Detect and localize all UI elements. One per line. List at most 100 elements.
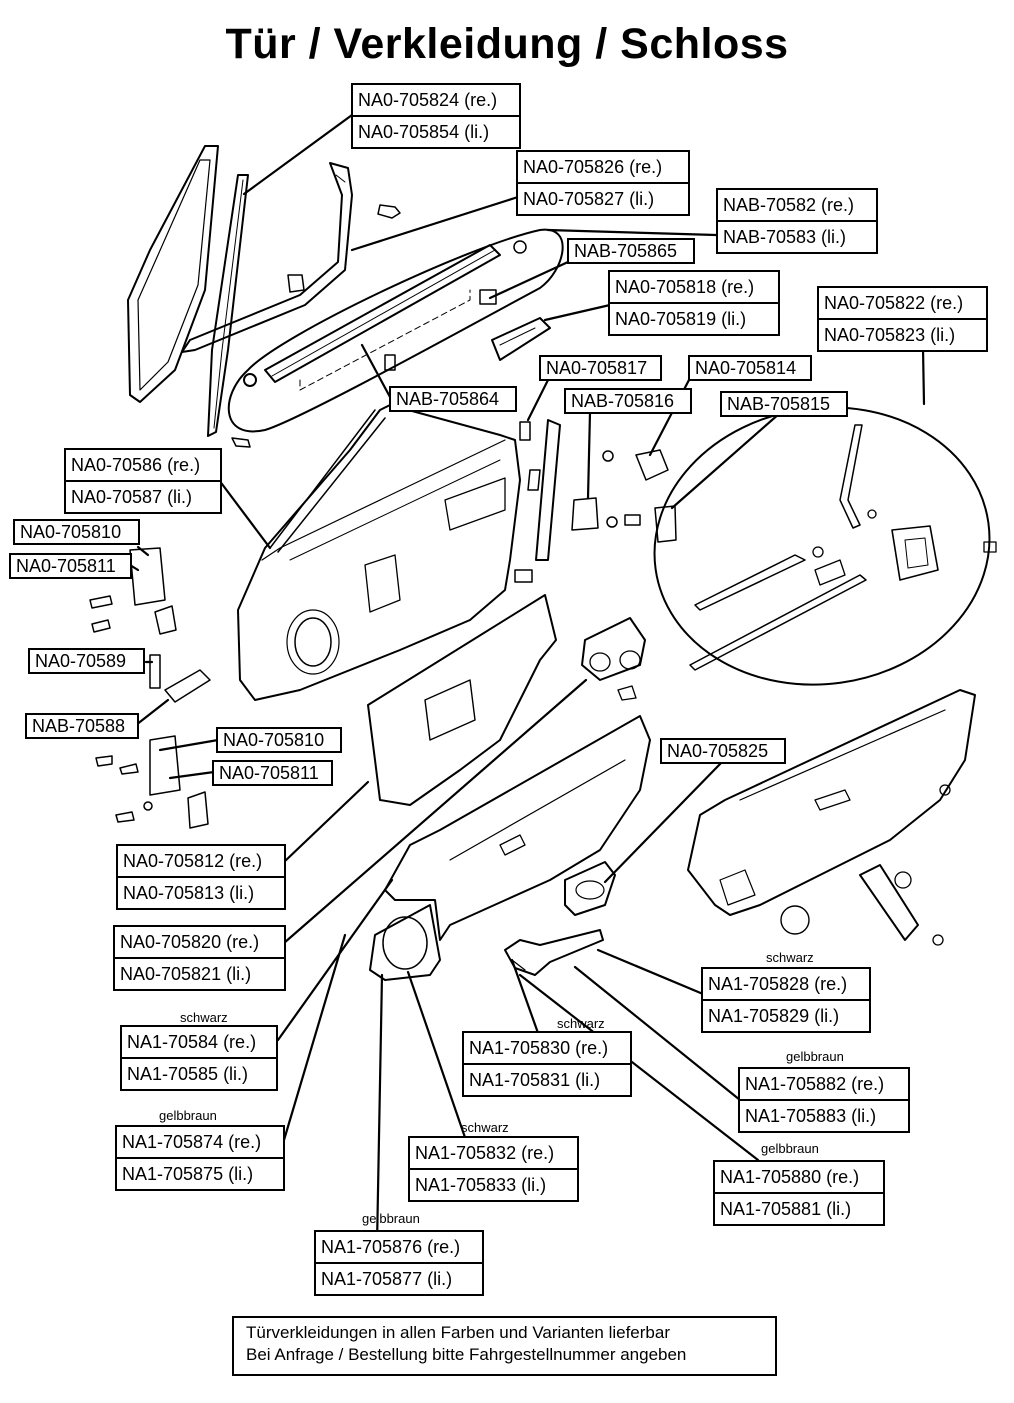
- part-number-right: NA0-705826 (re.): [523, 157, 663, 177]
- part-number: NA0-705817: [546, 358, 648, 378]
- footer-line-2: Bei Anfrage / Bestellung bitte Fahrgeste…: [246, 1345, 687, 1364]
- part-label-hinge-upper-b: NA0-705811: [9, 553, 132, 579]
- part-number-right: NAB-70582 (re.): [723, 195, 855, 215]
- part-number-left: NA0-70587 (li.): [66, 480, 220, 512]
- part-number: NA0-705825: [667, 741, 769, 761]
- part-label-watershield: NA0-705812 (re.) NA0-705813 (li.): [116, 844, 286, 910]
- part-number-left: NA0-705854 (li.): [353, 115, 519, 147]
- part-number-left: NA1-705875 (li.): [117, 1157, 283, 1189]
- part-label-armrest-tan: NA1-705882 (re.) NA1-705883 (li.): [738, 1067, 910, 1133]
- part-number-left: NAB-70583 (li.): [718, 220, 876, 252]
- part-number-left: NA1-70585 (li.): [122, 1057, 276, 1089]
- part-number-left: NA0-705821 (li.): [115, 957, 284, 989]
- part-label-hinge-upper-a: NA0-705810: [13, 519, 140, 545]
- part-label-speaker-grille-black: NA1-705832 (re.) NA1-705833 (li.): [408, 1136, 579, 1202]
- pull-handle-part: [859, 784, 951, 946]
- leader-lines: [128, 113, 926, 1247]
- part-number: NA0-705811: [219, 763, 319, 783]
- part-label-window-weatherstrip: NA0-705824 (re.) NA0-705854 (li.): [351, 83, 521, 149]
- glass-channel-part: [181, 162, 353, 353]
- part-number-left: NA1-705877 (li.): [316, 1262, 482, 1294]
- lock-mechanism-group: [653, 406, 997, 686]
- footer-line-1: Türverkleidungen in allen Farben und Var…: [246, 1323, 670, 1342]
- part-label-striker-lower: NAB-705815: [720, 391, 848, 417]
- color-caption: gelbbraun: [362, 1211, 420, 1226]
- part-number-left: NA1-705881 (li.): [715, 1192, 883, 1224]
- part-label-hinge-lower-b: NA0-705811: [212, 760, 333, 786]
- part-number-right: NA0-705820 (re.): [120, 932, 260, 952]
- part-number: NAB-705815: [727, 394, 831, 414]
- part-number: NAB-705816: [571, 391, 675, 411]
- part-number-right: NA1-705874 (re.): [122, 1132, 262, 1152]
- speaker-panel-part: [369, 904, 441, 981]
- color-caption: gelbbraun: [761, 1141, 819, 1156]
- part-label-armrest-black: NA1-705828 (re.) NA1-705829 (li.): [701, 967, 871, 1033]
- part-number: NAB-705864: [396, 389, 500, 409]
- part-label-window-seal: NAB-70582 (re.) NAB-70583 (li.): [716, 188, 878, 254]
- part-number: NA0-70589: [35, 651, 127, 671]
- part-number-left: NA0-705813 (li.): [118, 876, 284, 908]
- part-number-right: NA0-705812 (re.): [123, 851, 263, 871]
- part-number-right: NA1-705876 (re.): [321, 1237, 461, 1257]
- part-number-left: NA0-705823 (li.): [819, 318, 986, 350]
- part-label-check-pin: NA0-70589: [28, 648, 145, 674]
- part-label-striker-upper: NA0-705814: [688, 355, 812, 381]
- color-caption: gelbbraun: [786, 1049, 844, 1064]
- footer-note: Türverkleidungen in allen Farben und Var…: [232, 1316, 777, 1376]
- part-label-window-guide: NA0-705817: [539, 355, 662, 381]
- part-number: NA0-705814: [695, 358, 797, 378]
- part-number: NA0-705810: [223, 730, 325, 750]
- part-label-hinge-lower-a: NA0-705810: [216, 727, 342, 753]
- armrest-part: [504, 929, 604, 976]
- door-panel-rear: [687, 689, 976, 935]
- watershield-part: [367, 594, 557, 806]
- color-caption: schwarz: [766, 950, 814, 965]
- part-number-right: NA1-705830 (re.): [469, 1038, 609, 1058]
- part-label-handle-bezel: NA0-705825: [660, 738, 786, 764]
- part-number-right: NA0-70586 (re.): [71, 455, 201, 475]
- part-number-right: NA0-705818 (re.): [615, 277, 755, 297]
- color-caption: schwarz: [461, 1120, 509, 1135]
- part-number-right: NA1-705880 (re.): [720, 1167, 860, 1187]
- part-number-right: NA1-705882 (re.): [745, 1074, 885, 1094]
- inner-handle-part: [581, 617, 646, 701]
- color-caption: schwarz: [180, 1010, 228, 1025]
- part-label-armrest-trim-black: NA1-705830 (re.) NA1-705831 (li.): [462, 1031, 632, 1097]
- color-caption: schwarz: [557, 1016, 605, 1031]
- part-label-speaker-tan: NA1-705874 (re.) NA1-705875 (li.): [115, 1125, 285, 1191]
- clip-parts: [231, 204, 527, 448]
- part-label-speaker-grille-tan: NA1-705876 (re.) NA1-705877 (li.): [314, 1230, 484, 1296]
- part-number-right: NA0-705822 (re.): [824, 293, 964, 313]
- part-number-right: NA1-705828 (re.): [708, 974, 848, 994]
- hinge-parts: [89, 547, 211, 829]
- part-number-left: NA0-705819 (li.): [610, 302, 778, 334]
- part-label-clip-b: NAB-705864: [389, 386, 517, 412]
- part-label-speaker-black: NA1-70584 (re.) NA1-70585 (li.): [120, 1025, 278, 1091]
- part-label-striker-plate: NAB-705816: [564, 388, 692, 414]
- door-panel-front: [384, 715, 651, 941]
- part-number: NAB-70588: [32, 716, 126, 736]
- part-number-left: NA1-705833 (li.): [410, 1168, 577, 1200]
- door-shell-part: [237, 404, 521, 701]
- part-label-outer-handle: NA0-705818 (re.) NA0-705819 (li.): [608, 270, 780, 336]
- part-label-door-check: NAB-70588: [25, 713, 139, 739]
- color-caption: gelbbraun: [159, 1108, 217, 1123]
- part-label-glass-channel: NA0-705826 (re.) NA0-705827 (li.): [516, 150, 690, 216]
- part-number-left: NA1-705829 (li.): [703, 999, 869, 1031]
- part-number-left: NA1-705883 (li.): [740, 1099, 908, 1131]
- part-number: NAB-705865: [574, 241, 678, 261]
- part-number: NA0-705811: [16, 556, 116, 576]
- part-number: NA0-705810: [20, 522, 122, 542]
- part-label-clip-a: NAB-705865: [567, 238, 695, 264]
- part-number-left: NA1-705831 (li.): [464, 1063, 630, 1095]
- part-number-left: NA0-705827 (li.): [518, 182, 688, 214]
- part-label-inner-handle: NA0-705820 (re.) NA0-705821 (li.): [113, 925, 286, 991]
- handle-bezel-part: [564, 861, 616, 916]
- window-seal-group: [227, 228, 564, 433]
- page-title: Tür / Verkleidung / Schloss: [225, 20, 789, 68]
- part-number-right: NA1-705832 (re.): [415, 1143, 555, 1163]
- outer-handle-part: [491, 317, 551, 361]
- part-number-right: NA1-70584 (re.): [127, 1032, 257, 1052]
- part-label-door-shell: NA0-70586 (re.) NA0-70587 (li.): [64, 448, 222, 514]
